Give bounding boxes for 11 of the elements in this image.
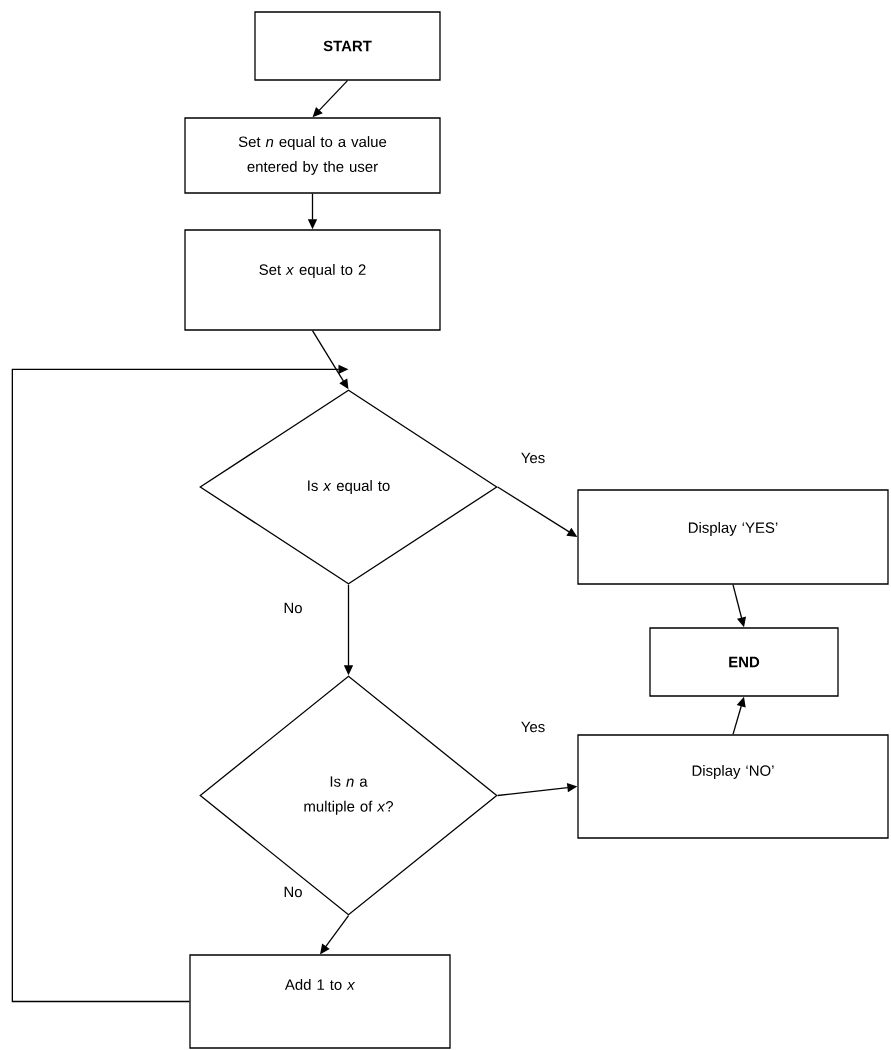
process-box: Display ‘YES’ <box>577 489 889 585</box>
edge-label: Yes <box>519 720 547 734</box>
edge-label: No <box>282 885 304 899</box>
process-box: Add 1 to x <box>189 954 451 1049</box>
process-box: Set x equal to 2 <box>184 229 441 331</box>
process-box: END <box>649 627 839 697</box>
edge-label: Yes <box>519 451 547 465</box>
process-box: Display ‘NO’ <box>577 734 889 839</box>
edge-label: No <box>282 601 304 615</box>
process-box: START <box>254 11 441 81</box>
process-box: Set n equal to a value entered by the user <box>184 117 441 194</box>
